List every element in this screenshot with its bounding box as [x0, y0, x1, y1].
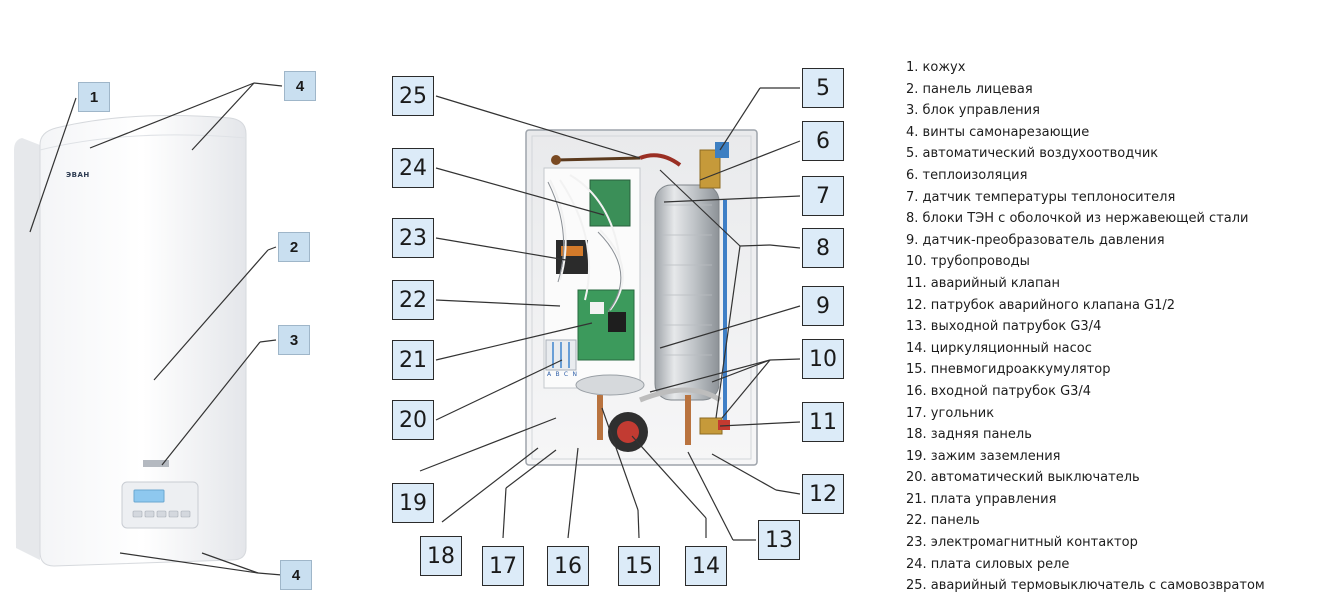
callout-18: 18 — [420, 536, 462, 576]
callout-16: 16 — [547, 546, 589, 586]
legend-item: 12. патрубок аварийного клапана G1/2 — [906, 297, 1176, 313]
callout-13: 13 — [758, 520, 800, 560]
legend-item: 13. выходной патрубок G3/4 — [906, 319, 1102, 335]
callout-9: 9 — [802, 286, 844, 326]
callout-25: 25 — [392, 76, 434, 116]
callout-24: 24 — [392, 148, 434, 188]
legend-item: 11. аварийный клапан — [906, 275, 1060, 291]
callout-23: 23 — [392, 218, 434, 258]
callout-4-top: 4 — [284, 71, 316, 101]
legend-item: 17. угольник — [906, 405, 995, 421]
breaker-labels: A B C N — [547, 371, 577, 381]
breaker-label-b: B — [555, 371, 560, 378]
legend-item: 14. циркуляционный насос — [906, 340, 1092, 356]
callout-14: 14 — [685, 546, 727, 586]
legend-item: 15. пневмогидроаккумулятор — [906, 362, 1111, 378]
callout-5: 5 — [802, 68, 844, 108]
callout-7: 7 — [802, 176, 844, 216]
legend-item: 24. плата силовых реле — [906, 556, 1070, 572]
callout-21: 21 — [392, 340, 434, 380]
legend-item: 19. зажим заземления — [906, 448, 1061, 464]
legend-item: 4. винты самонарезающие — [906, 124, 1090, 140]
callout-8: 8 — [802, 228, 844, 268]
parts-legend: 1. кожух 2. панель лицевая 3. блок управ… — [906, 57, 1316, 597]
legend-item: 2. панель лицевая — [906, 81, 1033, 97]
callout-1-front: 1 — [78, 82, 110, 112]
legend-item: 20. автоматический выключатель — [906, 470, 1140, 486]
legend-item: 3. блок управления — [906, 103, 1040, 119]
callout-15: 15 — [618, 546, 660, 586]
callout-3-front: 3 — [278, 325, 310, 355]
legend-item: 23. электромагнитный контактор — [906, 535, 1138, 551]
front-leader-lines — [29, 82, 283, 576]
callout-10: 10 — [802, 339, 844, 379]
legend-item: 16. входной патрубок G3/4 — [906, 383, 1092, 399]
legend-item: 8. блоки ТЭН с оболочкой из нержавеющей … — [906, 211, 1249, 227]
legend-item: 5. автоматический воздухоотводчик — [906, 146, 1159, 162]
interior-boiler-photo — [525, 129, 758, 466]
legend-item: 6. теплоизоляция — [906, 167, 1028, 183]
legend-item: 21. плата управления — [906, 491, 1057, 507]
callout-2-front: 2 — [278, 232, 310, 262]
callout-22: 22 — [392, 280, 434, 320]
callout-17: 17 — [482, 546, 524, 586]
callout-19: 19 — [392, 483, 434, 523]
legend-item: 10. трубопроводы — [906, 254, 1030, 270]
interior-leader-lines — [419, 87, 801, 541]
callout-4-bottom: 4 — [280, 560, 312, 590]
front-boiler-illustration — [14, 115, 247, 567]
callout-11: 11 — [802, 402, 844, 442]
legend-item: 18. задняя панель — [906, 427, 1032, 443]
callout-6: 6 — [802, 121, 844, 161]
legend-item: 1. кожух — [906, 60, 966, 75]
brand-logo: ЭВАН — [66, 171, 90, 179]
breaker-label-a: A — [547, 371, 552, 378]
legend-item: 25. аварийный термовыключатель с самовоз… — [906, 578, 1265, 594]
legend-item: 9. датчик-преобразователь давления — [906, 232, 1165, 248]
callout-12: 12 — [802, 474, 844, 514]
legend-item: 7. датчик температуры теплоносителя — [906, 189, 1176, 205]
callout-20: 20 — [392, 400, 434, 440]
breaker-label-n: N — [572, 371, 577, 378]
legend-item: 22. панель — [906, 513, 980, 529]
breaker-label-c: C — [563, 371, 569, 378]
